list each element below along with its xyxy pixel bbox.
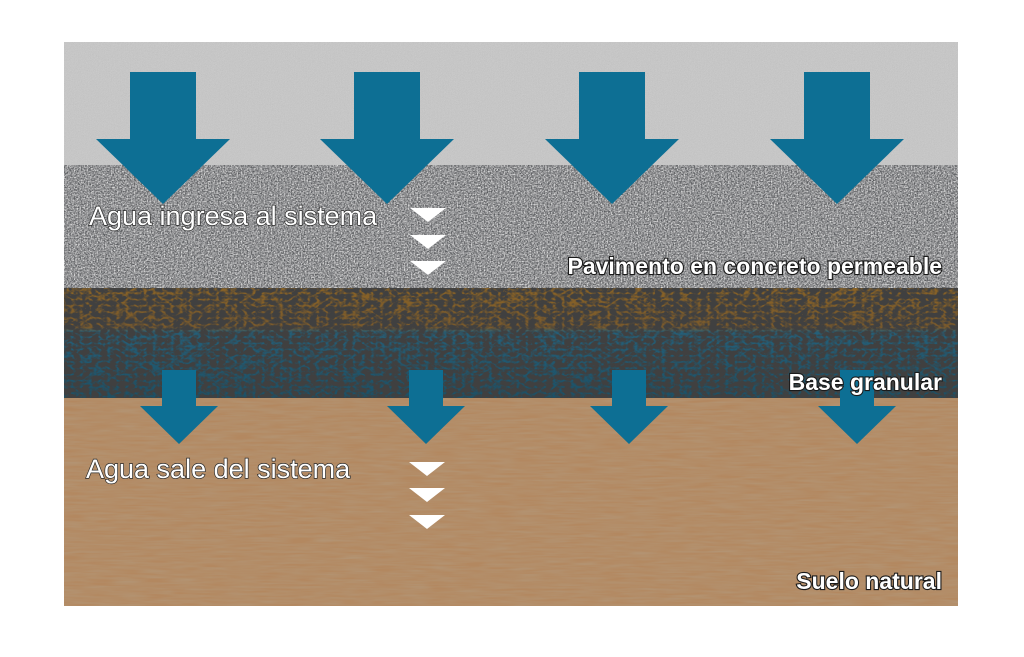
down-triangle-icon [410, 235, 446, 249]
down-triangle-icon [409, 462, 445, 476]
down-arrow-icon [818, 370, 896, 444]
inflow-arrows [96, 72, 904, 204]
down-triangle-icon [410, 261, 446, 275]
natural-soil-layer [64, 398, 958, 606]
water-in-label: Agua ingresa al sistema [89, 201, 378, 231]
down-arrow-icon [96, 72, 230, 204]
down-arrow-icon [545, 72, 679, 204]
down-arrow-icon [140, 370, 218, 444]
water-out-label: Agua sale del sistema [86, 454, 351, 484]
down-arrow-icon [770, 72, 904, 204]
down-triangle-icon [409, 515, 445, 529]
down-triangle-icon [409, 488, 445, 502]
outflow-arrows [140, 370, 896, 444]
down-triangle-icon [410, 208, 446, 222]
water-in-level-markers [410, 208, 446, 275]
natural-soil-layer-label: Suelo natural [796, 568, 942, 594]
pavement-layer-label: Pavimento en concreto permeable [567, 253, 942, 279]
down-arrow-icon [590, 370, 668, 444]
water-out-level-markers [409, 462, 445, 529]
granular-base-layer-label: Base granular [789, 369, 942, 395]
granular-base-layer [64, 288, 958, 398]
down-arrow-icon [320, 72, 454, 204]
down-arrow-icon [387, 370, 465, 444]
pavement-layer [64, 165, 958, 288]
